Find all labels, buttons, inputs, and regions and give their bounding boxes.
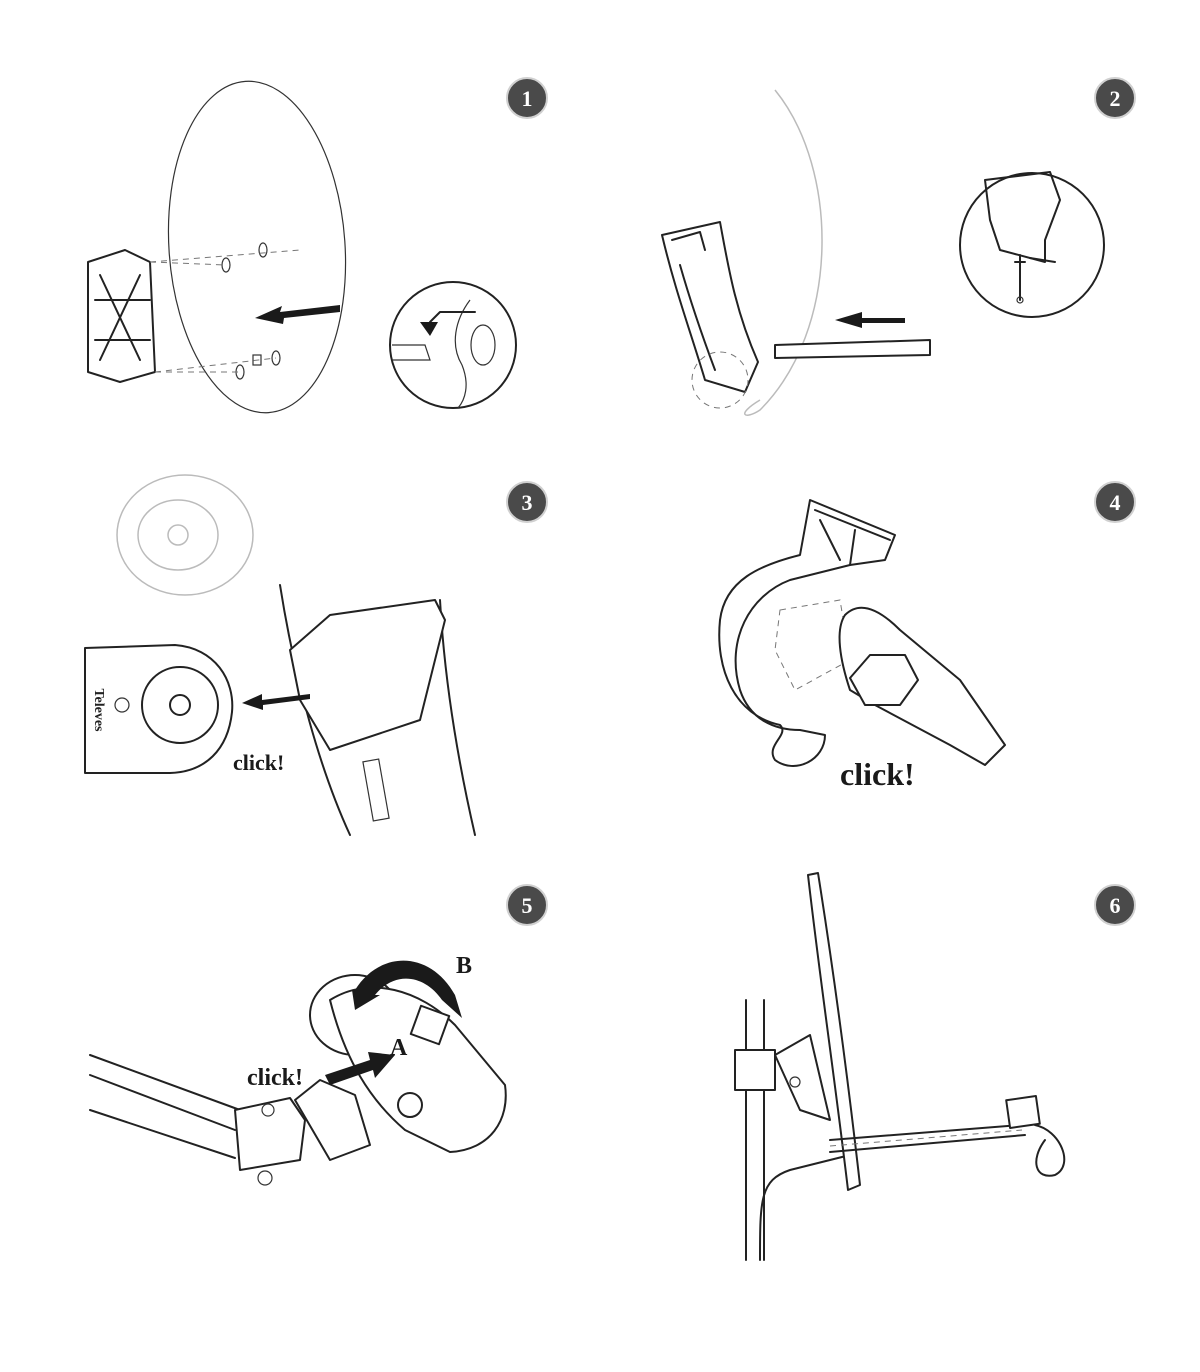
detail-highlight	[691, 351, 749, 409]
feed-arm	[279, 584, 476, 836]
lnb-rear-faded	[116, 474, 254, 596]
detail-inset-1	[389, 281, 517, 409]
step-1-panel: 1	[87, 77, 548, 414]
step-number: 6	[1110, 893, 1121, 918]
lnb-brand-label: Televes	[91, 688, 106, 732]
insert-arrow	[835, 312, 905, 328]
rotate-arrow-b	[352, 960, 462, 1018]
lnb-clamp	[718, 499, 896, 767]
feed-arm	[89, 1054, 306, 1186]
mount-bracket	[734, 1034, 831, 1121]
lnb-neck	[838, 606, 1006, 766]
dish-bracket	[87, 249, 156, 383]
feed-arm	[774, 339, 931, 359]
feed-arm	[829, 1124, 1026, 1153]
step-badge	[1094, 884, 1136, 926]
step-number: 5	[522, 893, 533, 918]
lnb	[294, 974, 507, 1161]
step-badge	[1094, 481, 1136, 523]
insert-arrow	[242, 694, 310, 710]
lnb: Televes	[84, 644, 234, 774]
step-number: 4	[1110, 490, 1121, 515]
detail-inset-2	[959, 171, 1105, 318]
step-number: 1	[522, 86, 533, 111]
click-label: click!	[233, 750, 284, 775]
step-badge	[506, 481, 548, 523]
marker-a: A	[390, 1035, 408, 1061]
dish-reflector	[167, 80, 347, 414]
push-arrow-a	[325, 1052, 395, 1085]
click-label: click!	[247, 1065, 303, 1091]
step-badge	[506, 884, 548, 926]
step-number: 2	[1110, 86, 1121, 111]
step-badge	[1094, 77, 1136, 119]
step-6-panel: 6	[734, 872, 1136, 1261]
cable	[759, 1154, 851, 1261]
dish-edge	[744, 89, 823, 416]
dish-reflector	[807, 872, 861, 1191]
dish-bracket	[661, 221, 759, 393]
insert-arrow	[255, 305, 340, 324]
step-2-panel: 2	[661, 77, 1136, 416]
step-3-panel: Televes click! 3	[84, 474, 548, 836]
step-badge	[506, 77, 548, 119]
lnb	[1005, 1095, 1066, 1177]
step-4-panel: click! 4	[718, 481, 1136, 792]
click-label: click!	[840, 756, 915, 792]
mast-pole	[745, 999, 765, 1261]
marker-b: B	[456, 953, 472, 979]
step-5-panel: click! A B 5	[89, 884, 548, 1186]
step-number: 3	[522, 490, 533, 515]
